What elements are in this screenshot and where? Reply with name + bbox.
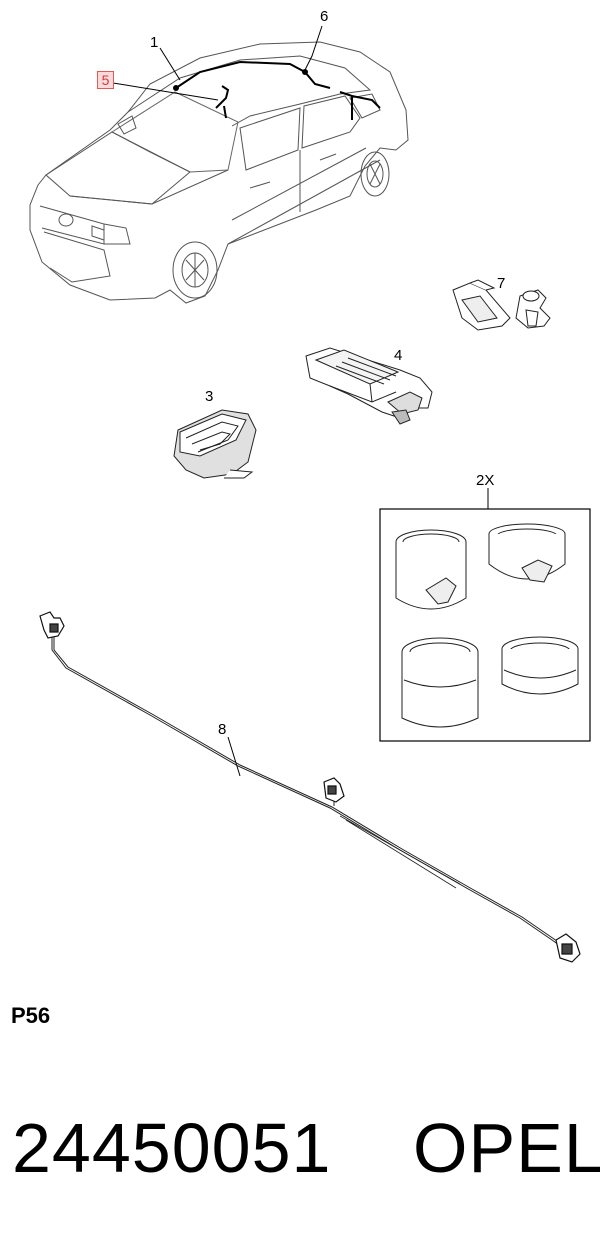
callout-4: 4 [394, 347, 403, 364]
callout-5-highlighted: 5 [97, 71, 114, 89]
callout-1: 1 [150, 34, 159, 51]
harness-connector [173, 85, 179, 91]
part-number: 24450051 [12, 1109, 332, 1187]
callout-7: 7 [497, 275, 506, 292]
car-illustration [29, 41, 409, 304]
harness-connector [302, 69, 308, 75]
callout-8: 8 [218, 721, 227, 738]
tape-roll-part [173, 409, 257, 479]
brand-name: OPEL [413, 1109, 600, 1187]
bracket-part [305, 347, 433, 425]
clip-part [452, 279, 551, 331]
callout-2x: 2X [476, 472, 495, 489]
wire-harness-part [51, 632, 569, 951]
roof-harness [175, 60, 381, 120]
page-reference: P56 [11, 1003, 51, 1028]
tape-sleeves-box [379, 508, 591, 742]
harness-connector [39, 611, 581, 963]
leader-lines [112, 25, 489, 777]
callout-6: 6 [320, 8, 329, 25]
callout-3: 3 [205, 388, 214, 405]
